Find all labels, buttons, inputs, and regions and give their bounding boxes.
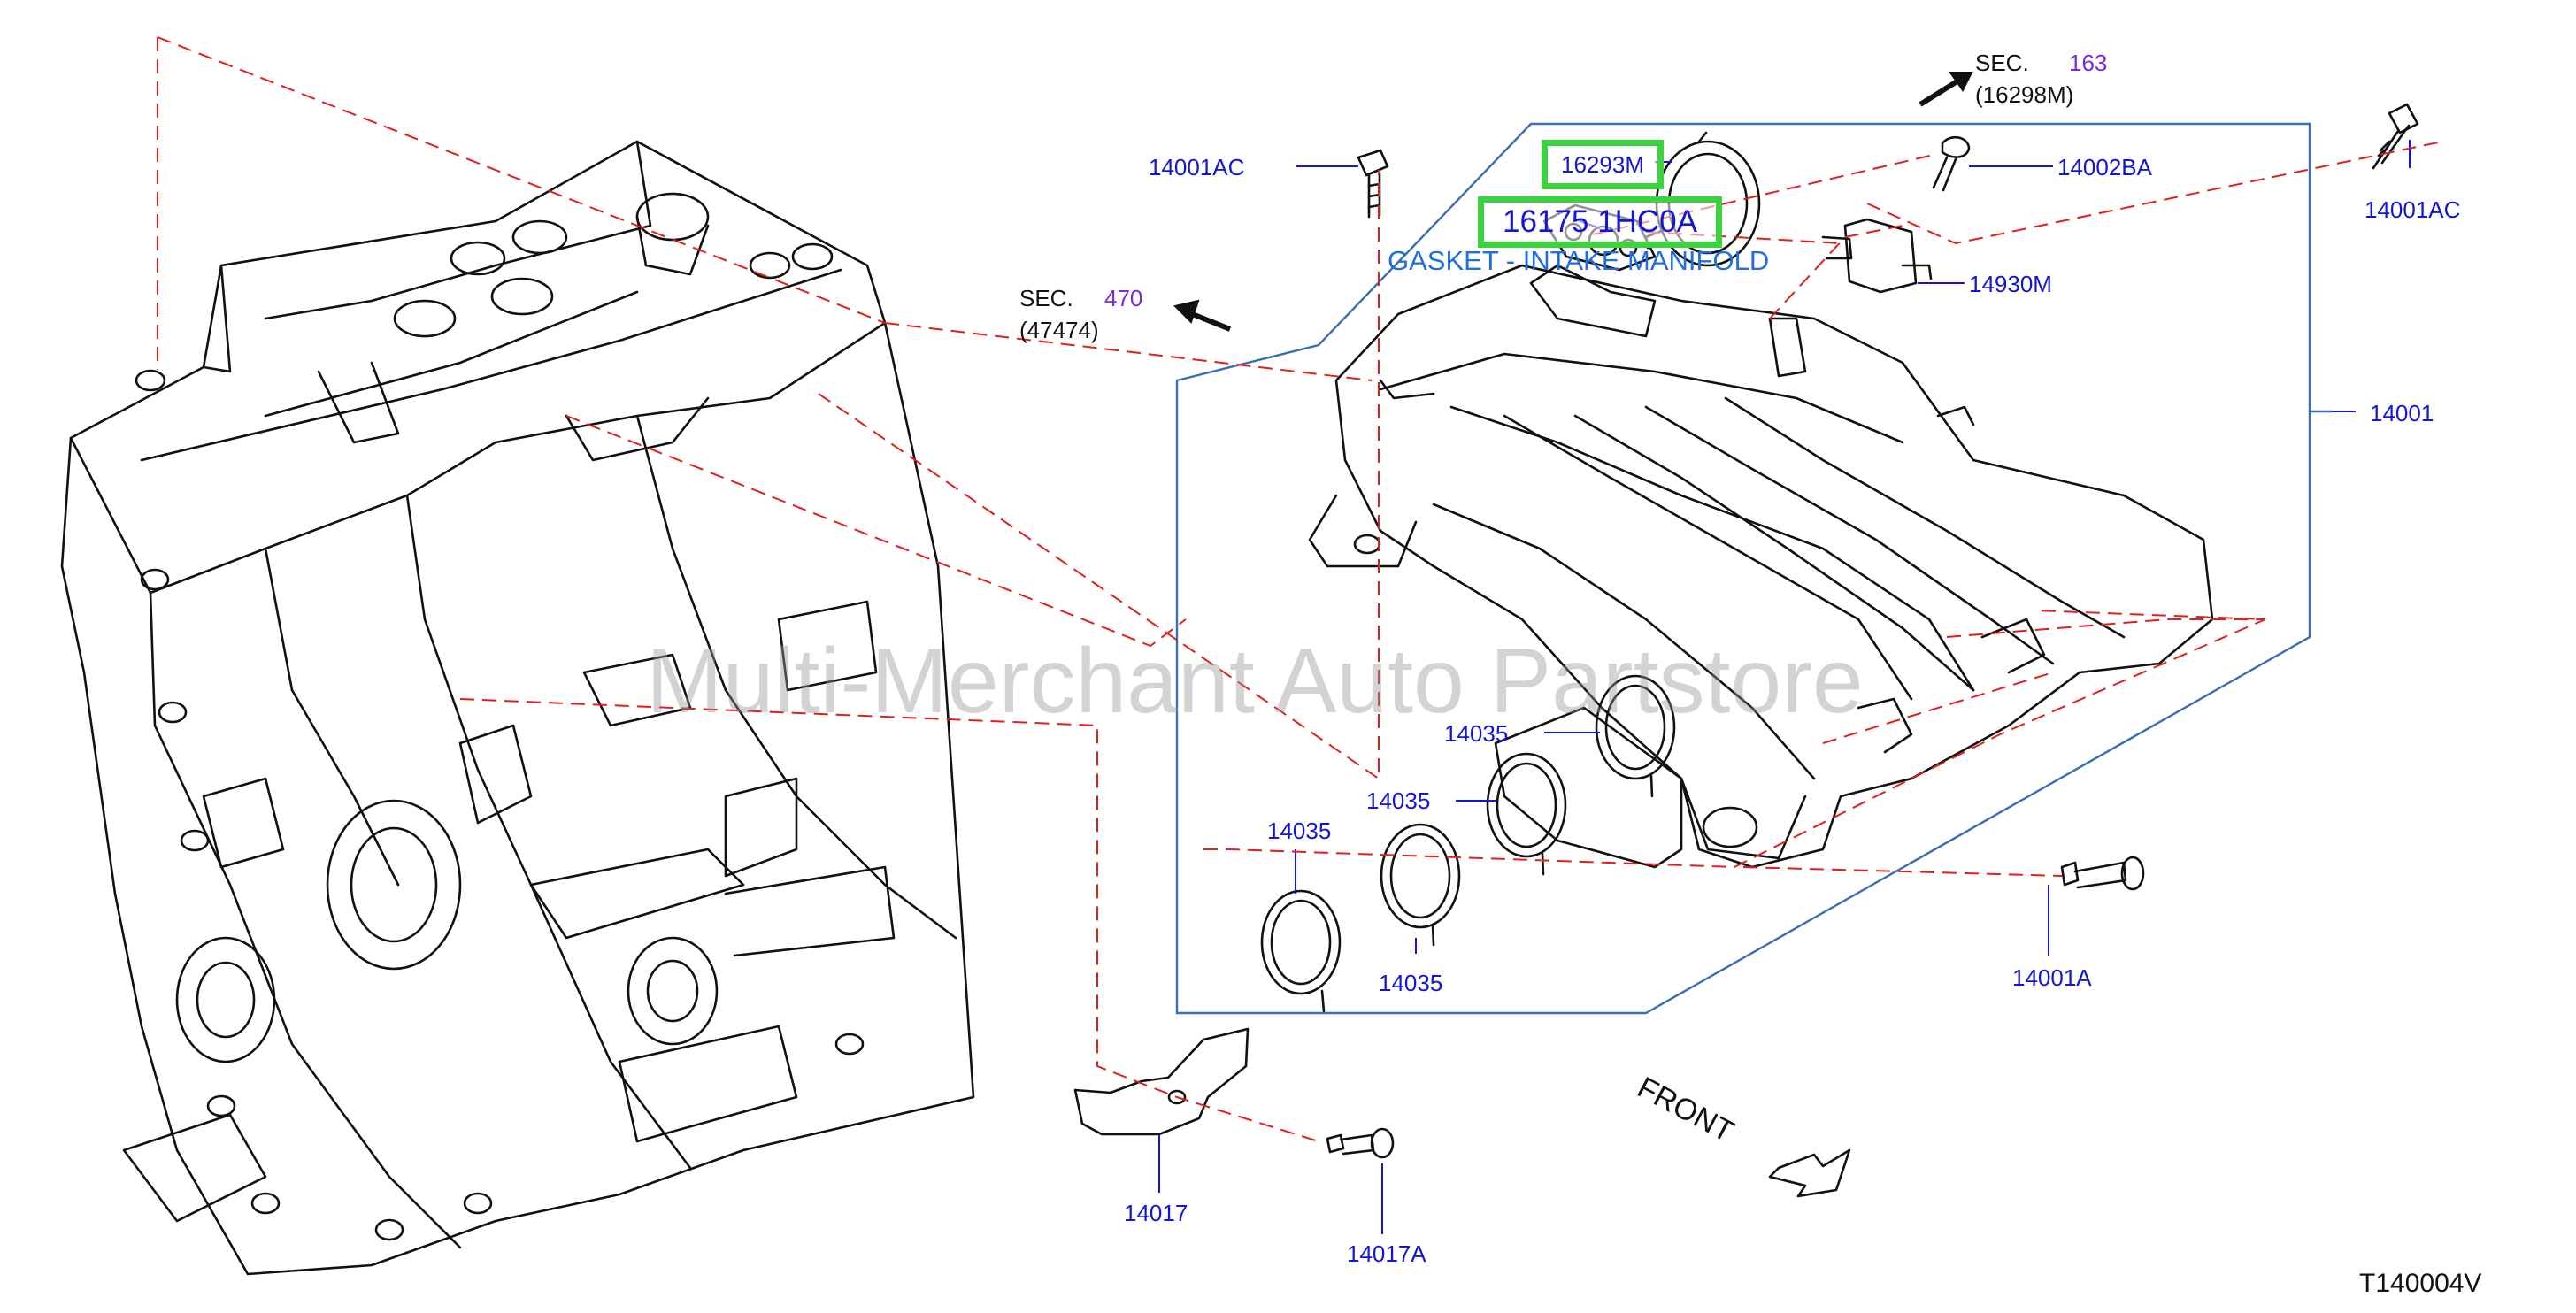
section-ref-470-subref: (47474): [1019, 317, 1099, 343]
figure-code: T140004V: [2359, 1269, 2482, 1298]
gasket-14035-b-drawing: [1380, 823, 1461, 947]
section-arrows: [1173, 72, 1973, 332]
manifold-frame: [1175, 122, 2332, 1015]
highlighted-part-16293m[interactable]: 16293M: [1542, 140, 1664, 189]
section-ref-163-subref: (16298M): [1975, 81, 2074, 108]
callout-14017a[interactable]: 14017A: [1347, 1240, 1426, 1267]
callout-14001[interactable]: 14001: [2370, 400, 2434, 426]
section-ref-470-prefix: SEC.: [1019, 285, 1073, 311]
bolt-14001ac-right-drawing: [2372, 103, 2419, 170]
part-14930m-drawing: [1821, 218, 1933, 294]
callout-14002ba[interactable]: 14002BA: [2057, 154, 2152, 180]
callout-14001ac-right[interactable]: 14001AC: [2365, 196, 2461, 223]
intake-manifold-drawing: [1308, 264, 2214, 869]
bolt-14001ac-left-drawing: [1357, 149, 1389, 219]
leader-lines: [1158, 140, 2411, 1234]
section-ref-163-prefix: SEC.: [1975, 50, 2029, 76]
dashed-construction-lines: [157, 36, 2443, 1142]
bolt-14002ba-drawing: [1932, 135, 1971, 192]
callout-14035-d[interactable]: 14035: [1444, 720, 1509, 747]
callout-14001ac-left[interactable]: 14001AC: [1149, 154, 1245, 180]
part-number-16293m: 16293M: [1561, 150, 1644, 178]
section-ref-163-number[interactable]: 163: [2069, 50, 2108, 76]
gasket-14035-c-drawing: [1486, 752, 1567, 876]
highlighted-part-16175-1hc0a[interactable]: 16175 1HC0A: [1478, 196, 1722, 248]
bracket-14017-drawing: [1073, 1027, 1250, 1136]
part-number-16175-1hc0a: 16175 1HC0A: [1503, 204, 1697, 239]
callout-14035-a[interactable]: 14035: [1267, 818, 1332, 844]
front-arrow-drawing: [1768, 1148, 1851, 1198]
bolt-14017a-drawing: [1326, 1127, 1395, 1159]
part-description-gasket-intake-manifold: GASKET - INTAKE MANIFOLD: [1388, 245, 1770, 276]
callout-14035-c[interactable]: 14035: [1366, 787, 1431, 814]
callout-14930m[interactable]: 14930M: [1969, 271, 2052, 297]
section-ref-470-number[interactable]: 470: [1104, 285, 1143, 311]
gasket-14035-a-drawing: [1260, 889, 1342, 1013]
gasket-14035-d-drawing: [1595, 674, 1676, 798]
callout-14001a[interactable]: 14001A: [2012, 964, 2092, 991]
bolt-14001a-drawing: [2060, 856, 2145, 891]
callout-14017[interactable]: 14017: [1124, 1200, 1188, 1226]
engine-assembly-drawing: [60, 140, 975, 1276]
callout-14035-b[interactable]: 14035: [1379, 970, 1443, 996]
